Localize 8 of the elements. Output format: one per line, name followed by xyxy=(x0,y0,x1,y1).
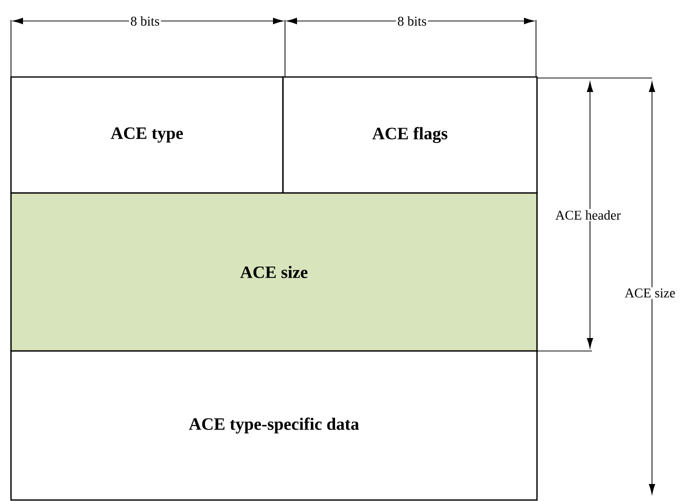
field-box: ACE type xyxy=(10,76,284,194)
dimension-label: ACE header xyxy=(554,208,622,222)
field-box: ACE type-specific data xyxy=(10,350,538,501)
dimension-label: 8 bits xyxy=(129,14,161,28)
field-box: ACE flags xyxy=(282,76,538,194)
field-box: ACE size xyxy=(10,192,538,352)
dimension-label: 8 bits xyxy=(396,14,428,28)
dimension-label: ACE size xyxy=(623,287,677,299)
